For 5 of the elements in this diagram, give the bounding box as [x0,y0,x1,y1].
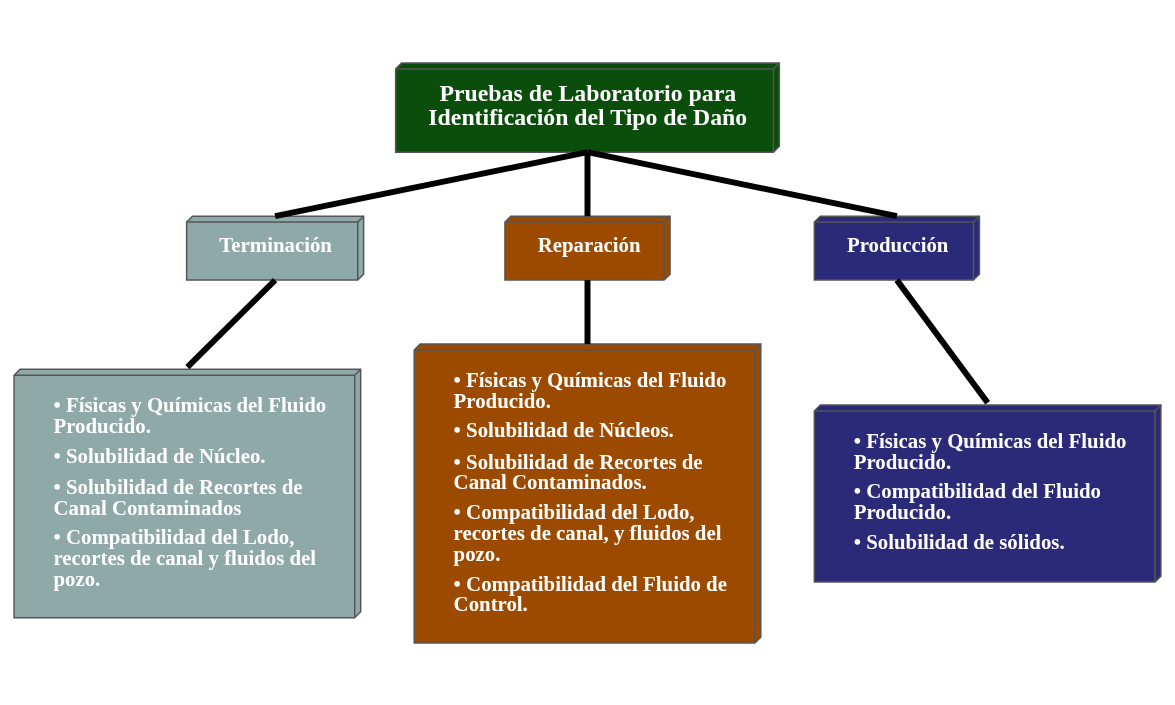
connector [584,151,591,216]
connector [586,148,898,219]
connector [584,279,591,344]
connector [894,277,990,405]
connector [185,277,278,369]
